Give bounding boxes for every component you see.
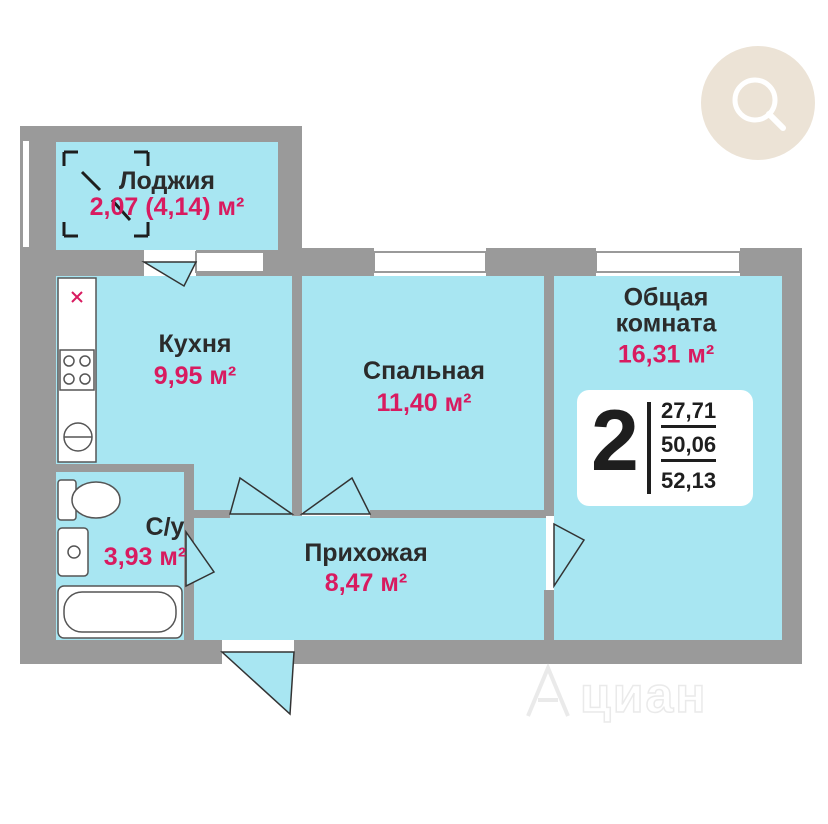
room-hallway-area: 8,47 м² (324, 569, 408, 597)
room-bathroom-name: С/у (145, 512, 185, 541)
bathroom-fixtures (57, 479, 183, 639)
living-area: 27,71 (661, 400, 717, 428)
watermark-text: циан (579, 666, 708, 724)
floor-bedroom (302, 276, 544, 512)
window-loggia (21, 139, 31, 249)
total-area: 50,06 (661, 434, 717, 462)
floor-hallway (192, 516, 546, 640)
wall-right (782, 248, 802, 664)
room-living-name: Общая комната (615, 283, 717, 338)
summary-card: 2 27,71 50,06 52,13 (577, 390, 753, 506)
rooms-count: 2 (591, 393, 639, 489)
floor-loggia (56, 142, 278, 250)
wall-bedroom-living (544, 276, 554, 516)
room-living: Общая комната 16,31 м² (616, 285, 717, 368)
room-bedroom-area: 11,40 м² (376, 389, 472, 417)
wall-top-3 (486, 248, 596, 276)
door-bedroom (299, 476, 372, 515)
wall-living-lower (544, 590, 554, 640)
wall-hall-top-2 (370, 510, 546, 518)
room-bedroom-name: Спальная (363, 356, 485, 385)
window-living (595, 251, 741, 273)
wall-loggia-top (20, 126, 302, 142)
wall-left (20, 250, 56, 662)
wall-loggia-right (278, 126, 302, 250)
room-bathroom-area: 3,93 м² (103, 543, 187, 571)
bath-sink-drain-icon (67, 545, 81, 559)
zoom-button[interactable] (701, 46, 815, 160)
windows (21, 139, 741, 273)
card-divider (647, 402, 651, 494)
wall-bath-top (56, 464, 194, 472)
burner-icon (79, 373, 91, 385)
room-living-area: 16,31 м² (617, 340, 715, 369)
magnifier-icon (732, 77, 786, 131)
window-bedroom (373, 251, 487, 273)
room-loggia-area: 2,07 (4,14) м² (89, 193, 245, 221)
total-with-loggia: 52,13 (661, 468, 717, 493)
room-loggia-name: Лоджия (118, 166, 216, 195)
room-loggia: Лоджия 2,07 (4,14) м² (89, 166, 245, 221)
room-bedroom: Спальная 11,40 м² (363, 356, 485, 417)
watermark: циан (520, 660, 740, 730)
room-bathroom: С/у 3,93 м² (103, 512, 187, 571)
loggia-corners (62, 150, 150, 238)
doors (141, 261, 586, 716)
stove-icon (59, 349, 95, 391)
bathtub-inner-icon (63, 591, 177, 633)
wall-bottom-left (20, 640, 222, 664)
door-kitchen (229, 476, 295, 515)
burner-icon (63, 355, 75, 367)
room-hallway: Прихожая 8,47 м² (304, 538, 428, 597)
room-kitchen-name: Кухня (158, 329, 232, 358)
wall-bottom-right (294, 640, 802, 664)
door-living (553, 522, 586, 589)
walls (20, 126, 802, 664)
sink-icon (71, 291, 83, 303)
burner-icon (79, 355, 91, 367)
wall-top-2 (264, 248, 374, 276)
room-kitchen: Кухня 9,95 м² (153, 329, 237, 390)
loggia-marker (62, 150, 150, 238)
burner-icon (63, 373, 75, 385)
kitchen-appliances (57, 277, 97, 463)
cian-logo-icon (526, 662, 570, 717)
door-bathroom (185, 529, 216, 588)
room-hallway-name: Прихожая (304, 538, 428, 567)
wall-hall-top-1 (194, 510, 230, 518)
room-kitchen-area: 9,95 м² (153, 362, 237, 390)
loggia-diagonal (80, 170, 132, 222)
window-kitchen (195, 251, 265, 273)
door-loggia (141, 261, 198, 288)
wall-kitchen-bedroom (292, 276, 302, 516)
toilet-bowl-icon (71, 481, 121, 519)
door-entrance (220, 651, 295, 716)
wall-top-4 (740, 248, 802, 276)
wall-top-1 (20, 248, 144, 276)
